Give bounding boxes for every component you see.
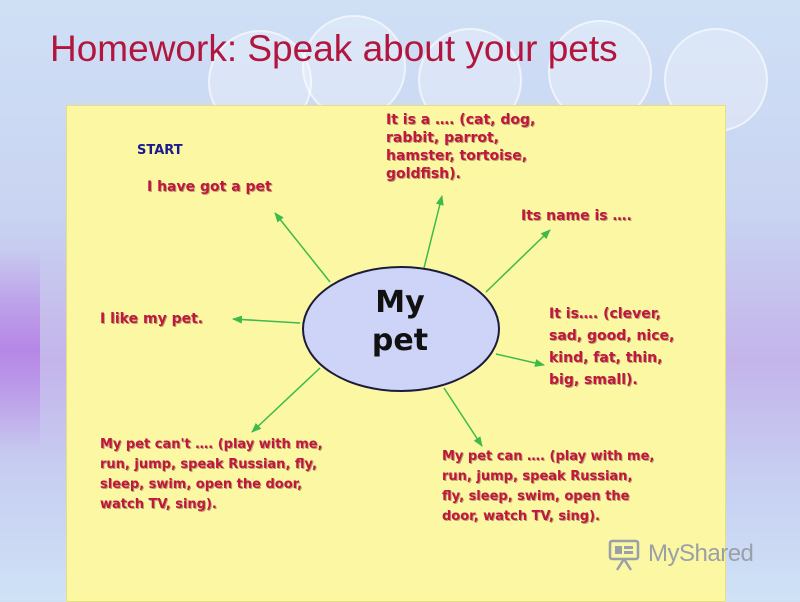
branch-line: run, jump, speak Russian, — [442, 469, 633, 484]
arrow-like-pet — [232, 315, 301, 324]
watermark-text: MyShared — [648, 540, 754, 567]
watermark: MyShared — [606, 536, 776, 572]
slide-title: Homework: Speak about your pets — [50, 28, 618, 69]
branch-like-pet: I like my pet. — [100, 310, 203, 328]
arrow-pet-cant — [251, 367, 321, 433]
branch-line: goldfish). — [386, 166, 461, 182]
arrow-its-name — [485, 229, 551, 293]
branch-have-pet: I have got a pet — [147, 178, 272, 196]
start-label: START — [137, 143, 183, 158]
branch-line: sleep, swim, open the door, — [100, 477, 303, 492]
branch-it-is-adj: It is…. (clever, sad, good, nice, kind, … — [549, 303, 674, 391]
branch-line: I have got a pet — [147, 179, 272, 195]
branch-line: kind, fat, thin, — [549, 350, 663, 366]
branch-line: My pet can't …. (play with me, — [100, 437, 323, 452]
arrow-it-is-a — [423, 195, 444, 269]
branch-line: It is a …. (cat, dog, — [386, 112, 536, 128]
branch-line: It is…. (clever, — [549, 306, 661, 322]
center-label-line: My — [375, 285, 425, 320]
presentation-board-icon — [608, 539, 640, 571]
branch-line: fly, sleep, swim, open the — [442, 489, 630, 504]
branch-it-is-a: It is a …. (cat, dog, rabbit, parrot, ha… — [386, 111, 535, 183]
branch-line: door, watch TV, sing). — [442, 509, 600, 524]
branch-line: big, small). — [549, 372, 638, 388]
branch-line: rabbit, parrot, — [386, 130, 499, 146]
background-glow — [0, 250, 40, 450]
arrow-have-pet — [274, 212, 331, 283]
branch-pet-cant: My pet can't …. (play with me, run, jump… — [100, 435, 323, 515]
center-label-line: pet — [371, 323, 429, 358]
branch-line: hamster, tortoise, — [386, 148, 528, 164]
branch-line: watch TV, sing). — [100, 497, 217, 512]
center-ellipse — [302, 266, 500, 392]
branch-pet-can: My pet can …. (play with me, run, jump, … — [442, 447, 654, 527]
branch-line: I like my pet. — [100, 311, 204, 327]
arrow-pet-can — [443, 387, 483, 447]
branch-line: My pet can …. (play with me, — [442, 449, 655, 464]
branch-line: Its name is …. — [521, 208, 632, 224]
center-label: My pet — [345, 284, 455, 360]
branch-line: sad, good, nice, — [549, 328, 675, 344]
branch-its-name: Its name is …. — [521, 207, 632, 225]
arrow-it-is-adj — [495, 353, 545, 367]
branch-line: run, jump, speak Russian, fly, — [100, 457, 317, 472]
